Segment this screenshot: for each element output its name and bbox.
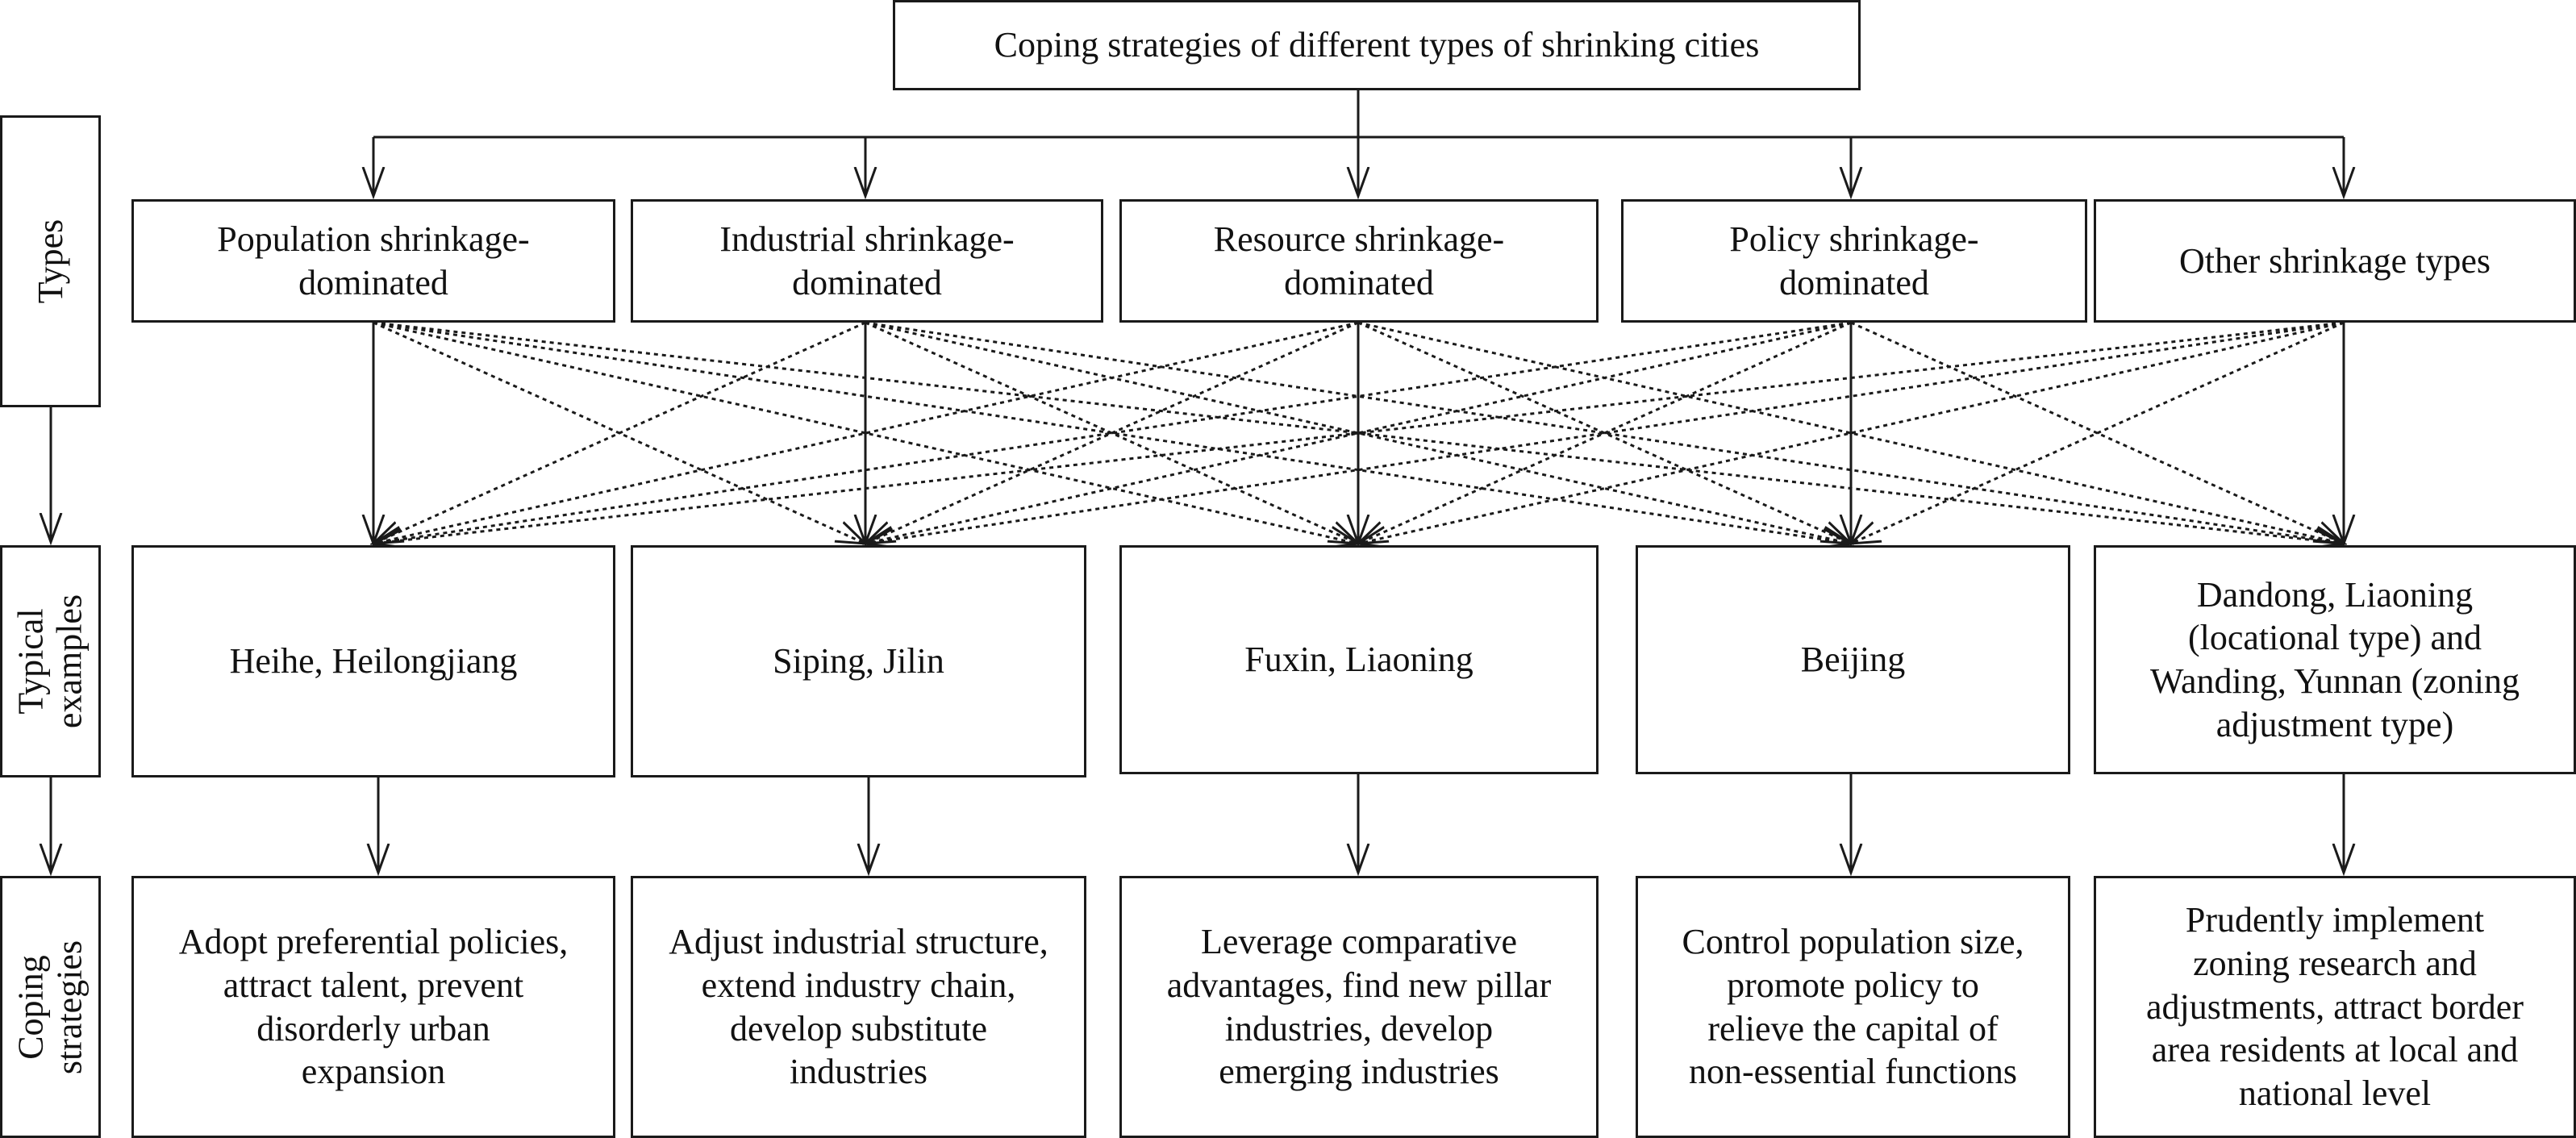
example-text-line1: Dandong, Liaoning (2196, 574, 2474, 615)
cross-arrow-3-5 (1357, 321, 2344, 544)
example-box-heihe: Heihe, Heilongjiang (131, 545, 615, 777)
cross-arrow-2-4 (865, 321, 1851, 544)
strategy-text-line2: promote policy to (1727, 965, 1979, 1005)
strategy-text-line1: Control population size, (1682, 922, 2024, 962)
row-label-examples-line1: Typical (10, 608, 51, 715)
cross-arrow-5-3 (1358, 321, 2345, 544)
strategy-text-line3: relieve the capital of (1707, 1008, 1999, 1048)
example-text: Beijing (1800, 640, 1906, 680)
cross-arrow-1-4 (373, 321, 1851, 544)
strategy-text-line4: industries (789, 1052, 928, 1092)
example-box-dandong-wanding: Dandong, Liaoning (locational type) and … (2094, 545, 2576, 774)
strategy-box-industrial: Adjust industrial structure, extend indu… (631, 876, 1086, 1138)
example-text-line4: adjustment type) (2215, 704, 2454, 744)
type-label-line1: Population shrinkage- (217, 219, 530, 259)
diagram-title: Coping strategies of different types of … (994, 25, 1760, 65)
type-box-other: Other shrinkage types (2094, 199, 2576, 323)
type-box-population: Population shrinkage- dominated (131, 199, 615, 323)
example-text: Fuxin, Liaoning (1244, 640, 1473, 680)
type-box-policy: Policy shrinkage- dominated (1621, 199, 2087, 323)
strategy-text-line2: extend industry chain, (701, 965, 1016, 1005)
row-label-examples-box: Typical examples (0, 545, 101, 777)
strategy-text-line1: Adjust industrial structure, (669, 922, 1048, 962)
cross-link-group (373, 321, 2345, 544)
cross-arrow-2-5 (865, 321, 2344, 544)
strategy-box-other: Prudently implement zoning research and … (2094, 876, 2576, 1138)
cross-arrow-5-4 (1851, 321, 2345, 544)
type-label-line2: dominated (298, 262, 448, 302)
type-label-line2: dominated (1284, 262, 1434, 302)
row-label-strategies-line1: Coping (10, 954, 51, 1060)
strategy-box-resource: Leverage comparative advantages, find ne… (1119, 876, 1599, 1138)
cross-arrow-3-1 (373, 321, 1359, 544)
strategy-text-line2: advantages, find new pillar (1166, 965, 1552, 1005)
cross-arrow-1-3 (373, 321, 1358, 544)
strategy-text-line2: zoning research and (2193, 943, 2477, 983)
row-label-strategies-line2: strategies (49, 940, 90, 1074)
example-box-beijing: Beijing (1636, 545, 2070, 774)
row-label-examples-line2: examples (49, 594, 90, 729)
type-label-line2: dominated (1779, 262, 1929, 302)
cross-arrow-5-2 (865, 321, 2345, 544)
strategy-text-line2: attract talent, prevent (223, 965, 524, 1005)
strategy-text-line4: emerging industries (1219, 1052, 1499, 1092)
strategy-text-line3: adjustments, attract border (2146, 986, 2524, 1027)
strategy-box-population: Adopt preferential policies, attract tal… (131, 876, 615, 1138)
cross-arrow-4-2 (865, 321, 1852, 544)
type-label-line1: Resource shrinkage- (1213, 219, 1505, 259)
example-box-fuxin: Fuxin, Liaoning (1119, 545, 1599, 774)
type-box-resource: Resource shrinkage- dominated (1119, 199, 1599, 323)
diagram-title-box: Coping strategies of different types of … (893, 0, 1861, 90)
cross-arrow-2-1 (373, 321, 866, 544)
row-label-types-box: Types (0, 115, 101, 407)
type-label-line1: Policy shrinkage- (1729, 219, 1979, 259)
example-text: Heihe, Heilongjiang (229, 641, 518, 682)
cross-arrow-4-3 (1358, 321, 1852, 544)
strategy-text-line1: Prudently implement (2185, 900, 2485, 940)
row-label-types: Types (30, 219, 70, 304)
example-text-line2: (locational type) and (2187, 618, 2482, 658)
cross-arrow-3-2 (865, 321, 1359, 544)
example-text: Siping, Jilin (773, 641, 944, 682)
type-label-line1: Other shrinkage types (2178, 240, 2491, 281)
strategy-text-line4: non-essential functions (1689, 1052, 2017, 1092)
strategy-text-line3: industries, develop (1224, 1008, 1494, 1048)
type-box-industrial: Industrial shrinkage- dominated (631, 199, 1103, 323)
row-label-strategies-box: Coping strategies (0, 876, 101, 1138)
strategy-text-line1: Leverage comparative (1200, 922, 1518, 962)
example-text-line3: Wanding, Yunnan (zoning (2150, 661, 2520, 701)
type-label-line1: Industrial shrinkage- (719, 219, 1015, 259)
strategy-text-line4: expansion (301, 1052, 446, 1092)
cross-arrow-4-1 (373, 321, 1852, 544)
strategy-text-line1: Adopt preferential policies, (178, 922, 569, 962)
strategy-text-line3: develop substitute (730, 1008, 987, 1048)
strategy-text-line3: disorderly urban (256, 1008, 490, 1048)
example-box-siping: Siping, Jilin (631, 545, 1086, 777)
strategy-box-policy: Control population size, promote policy … (1636, 876, 2070, 1138)
type-label-line2: dominated (792, 262, 942, 302)
strategy-text-line5: national level (2238, 1073, 2432, 1113)
strategy-text-line4: area residents at local and (2151, 1030, 2519, 1070)
